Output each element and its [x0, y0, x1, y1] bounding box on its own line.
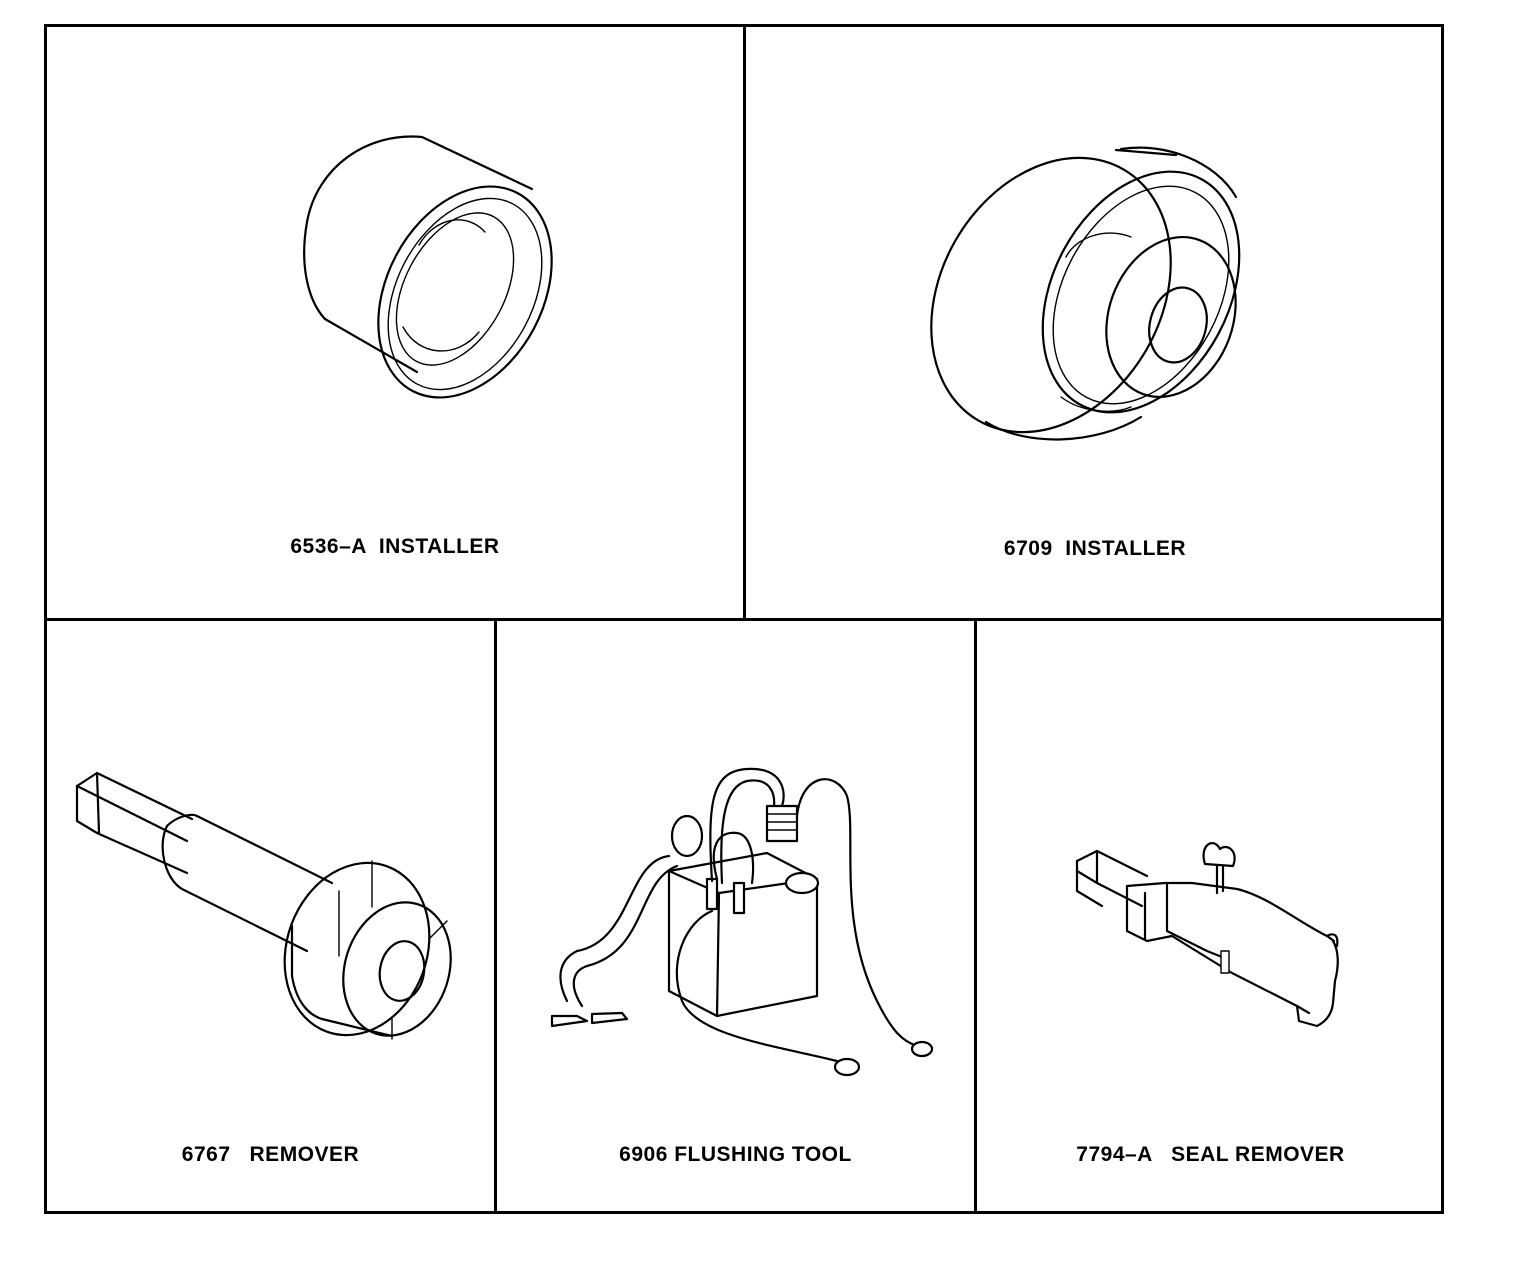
tool-cell-6536a: 6536–A INSTALLER	[47, 27, 746, 618]
tool-caption-7794a: 7794–A SEAL REMOVER	[1076, 1143, 1345, 1166]
top-row: 6536–A INSTALLER 6709 INSTALLER	[47, 27, 1441, 621]
tool-caption-6536a: 6536–A INSTALLER	[290, 535, 500, 558]
tool-cell-7794a: 7794–A SEAL REMOVER	[977, 621, 1444, 1211]
tool-caption-6709: 6709 INSTALLER	[1003, 537, 1187, 560]
stepped-installer-icon	[930, 146, 1241, 441]
flushing-tool-icon	[550, 767, 934, 1077]
cylindrical-installer-icon	[303, 135, 553, 399]
seal-remover-icon	[1075, 842, 1339, 1028]
tool-caption-6906: 6906 FLUSHING TOOL	[619, 1143, 852, 1166]
tool-caption-6767: 6767 REMOVER	[181, 1143, 360, 1166]
tool-cell-6767: 6767 REMOVER	[47, 621, 497, 1211]
special-tools-sheet: 6536–A INSTALLER 6709 INSTALLER	[44, 24, 1444, 1214]
bottom-row: 6767 REMOVER	[47, 621, 1441, 1211]
tool-cell-6906: 6906 FLUSHING TOOL	[497, 621, 977, 1211]
tool-cell-6709: 6709 INSTALLER	[746, 27, 1444, 618]
shaft-remover-icon	[75, 771, 452, 1040]
